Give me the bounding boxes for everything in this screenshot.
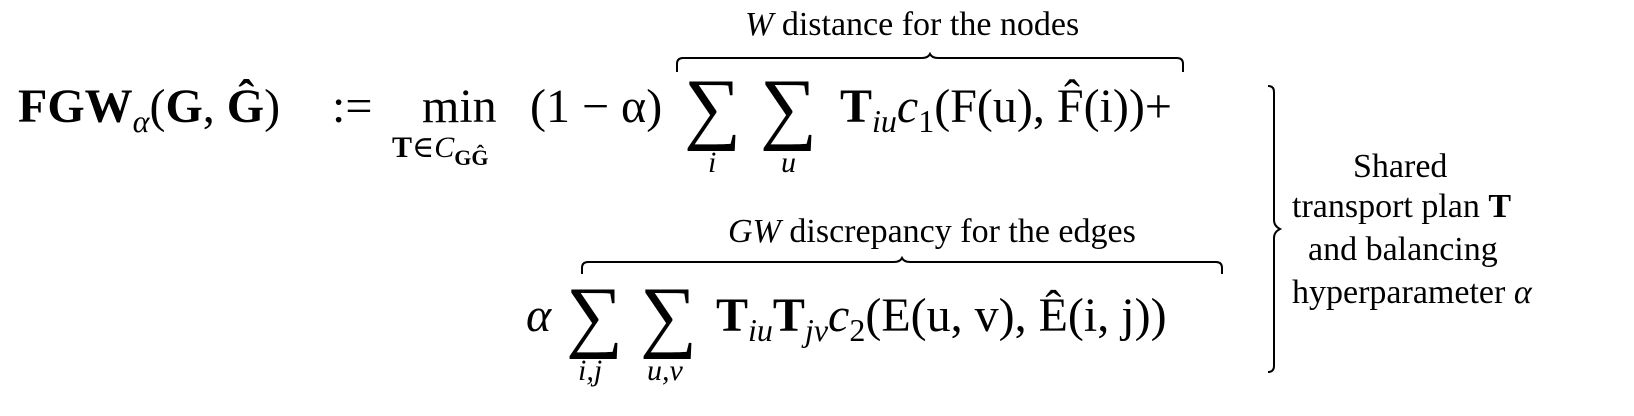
side-note-line1: Shared xyxy=(1353,148,1448,185)
min-subscript: T∈CGĜ xyxy=(392,131,488,169)
fgw-symbol: FGW xyxy=(18,80,133,133)
side-note-line2-text: transport plan xyxy=(1292,188,1489,225)
transport-t: T xyxy=(840,80,873,133)
transport-t2-sub: jv xyxy=(804,312,829,348)
cost-c1-sub: 1 xyxy=(918,103,935,139)
graph-g: G xyxy=(165,80,203,133)
sum-index-u: u xyxy=(781,146,796,179)
right-vertical-brace xyxy=(1267,85,1283,373)
side-note-line4-text: hyperparameter xyxy=(1292,274,1514,311)
graph-g-hat: Ĝ xyxy=(226,80,265,133)
cost-c2-sub: 2 xyxy=(849,312,866,348)
node-term-overbrace xyxy=(676,51,1184,72)
transport-t1-sub: iu xyxy=(748,312,773,348)
node-brace-label: W distance for the nodes xyxy=(745,8,1079,42)
side-note-line2: transport plan T xyxy=(1292,190,1511,224)
min-sub-gg: GĜ xyxy=(454,145,489,170)
one-minus-alpha: (1 − α) xyxy=(530,80,663,133)
edge-brace-label: GW discrepancy for the edges xyxy=(728,215,1136,249)
alpha-prefix: α xyxy=(526,289,552,342)
sum-symbol-edges-1: ∑ xyxy=(566,272,624,360)
edge-brace-text: discrepancy for the edges xyxy=(780,213,1136,250)
assign-symbol: := xyxy=(332,80,373,133)
edge-term-overbrace xyxy=(581,255,1223,274)
side-note-alpha: α xyxy=(1513,274,1532,311)
edge-term-body: TiuTjvc2(E(u, v), Ê(i, j)) xyxy=(716,289,1167,347)
min-sub-c: C xyxy=(434,131,455,164)
node-feature-args: (F(u), F̂(i))+ xyxy=(934,80,1172,133)
close-paren: ) xyxy=(264,80,281,133)
cost-c2: c xyxy=(828,289,850,342)
node-brace-text: distance for the nodes xyxy=(773,6,1080,43)
side-note-bold-t: T xyxy=(1488,188,1512,225)
side-note-line3: and balancing xyxy=(1308,231,1498,268)
gromov-script-gw: GW xyxy=(728,213,781,250)
cost-c1: c xyxy=(896,80,919,133)
transport-t1: T xyxy=(716,289,749,342)
side-note-line4: hyperparameter α xyxy=(1292,276,1532,310)
sum-symbol-edges-2: ∑ xyxy=(640,272,698,360)
min-operator: min xyxy=(422,80,497,133)
min-sub-in: ∈ xyxy=(412,131,435,164)
sum-index-i: i xyxy=(708,146,717,179)
wasserstein-script-w: W xyxy=(745,6,774,43)
sum-symbol-nodes-1: ∑ xyxy=(684,64,742,152)
transport-t2: T xyxy=(772,289,805,342)
alpha-subscript: α xyxy=(132,103,150,139)
comma: , xyxy=(202,80,227,133)
transport-t-sub: iu xyxy=(872,103,897,139)
sum-index-ij: i,j xyxy=(578,354,603,387)
edge-feature-args: (E(u, v), Ê(i, j)) xyxy=(865,289,1167,342)
sum-symbol-nodes-2: ∑ xyxy=(760,64,818,152)
sum-index-uv: u,v xyxy=(647,354,683,387)
open-paren: ( xyxy=(149,80,166,133)
fgw-lhs: FGWα(G, Ĝ) xyxy=(18,80,281,138)
min-sub-t: T xyxy=(392,131,413,164)
node-term-body: Tiuc1(F(u), F̂(i))+ xyxy=(840,80,1172,138)
